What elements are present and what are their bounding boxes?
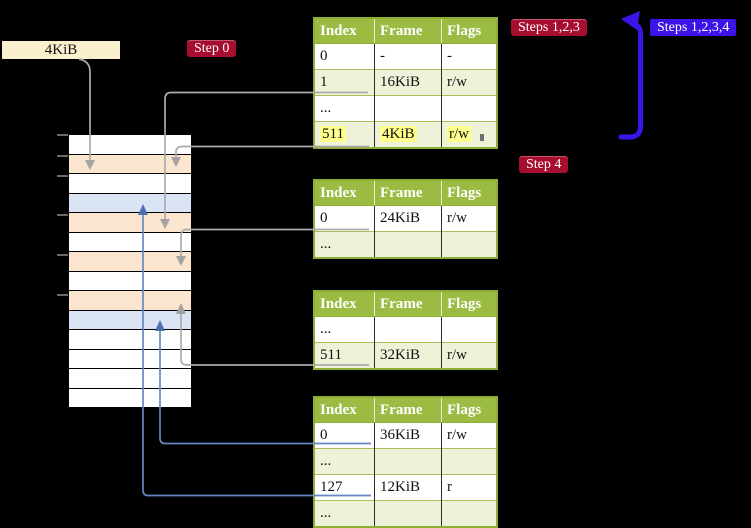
step0-badge: Step 0 — [187, 40, 237, 57]
cell — [441, 500, 497, 527]
cell: ... — [314, 448, 375, 475]
memory-column — [69, 135, 191, 408]
cell: r/w — [441, 422, 497, 449]
frame-header: Frame — [374, 180, 442, 206]
memory-row-blue — [69, 193, 191, 213]
flags-header: Flags — [441, 397, 497, 423]
memory-row-white — [69, 349, 191, 369]
cell: 0 — [314, 205, 375, 232]
page-table-3: Index Frame Flags ... 511 32KiB r/w — [313, 290, 498, 370]
page-table-4: Index Frame Flags 0 36KiB r/w ... 127 12… — [313, 396, 498, 528]
steps1234-badge: Steps 1,2,3,4 — [650, 19, 737, 36]
memory-row-white — [69, 271, 191, 291]
flags-header: Flags — [441, 18, 497, 44]
steps123-badge: Steps 1,2,3 — [511, 19, 587, 36]
table-row: 511 32KiB r/w — [314, 342, 497, 369]
table-row: ... — [314, 448, 497, 475]
table-row: ... — [314, 316, 497, 343]
cell: 4KiB — [374, 121, 442, 148]
memory-row-white — [69, 135, 191, 155]
memory-row-white — [69, 232, 191, 252]
highlighted-value: 4KiB — [380, 126, 417, 142]
table-row: 0 24KiB r/w — [314, 205, 497, 232]
cell: 511 — [314, 342, 375, 369]
flags-header: Flags — [441, 291, 497, 317]
memory-row-white — [69, 388, 191, 408]
memory-row-white — [69, 174, 191, 194]
cell: 32KiB — [374, 342, 442, 369]
header-row: Index Frame Flags — [314, 291, 497, 317]
cell: ... — [314, 231, 375, 258]
cell — [374, 95, 442, 122]
index-header: Index — [314, 291, 375, 317]
memory-row-peach — [69, 291, 191, 311]
cell: 16KiB — [374, 69, 442, 96]
memory-row-blue — [69, 310, 191, 330]
frame-header: Frame — [374, 291, 442, 317]
table-row: ... — [314, 95, 497, 122]
cell: ... — [314, 500, 375, 527]
header-row: Index Frame Flags — [314, 18, 497, 44]
frame-header: Frame — [374, 397, 442, 423]
table-row: 0 36KiB r/w — [314, 422, 497, 449]
cell — [441, 316, 497, 343]
cell: ... — [314, 316, 375, 343]
frame-header: Frame — [374, 18, 442, 44]
table-row: ... — [314, 500, 497, 527]
cell: ... — [314, 95, 375, 122]
cell: 1 — [314, 69, 375, 96]
highlighted-value: 511 — [320, 126, 346, 142]
flags-header: Flags — [441, 180, 497, 206]
cell: - — [441, 43, 497, 70]
index-header: Index — [314, 397, 375, 423]
memory-row-peach — [69, 252, 191, 272]
page-table-level1: Index Frame Flags 0 - - 1 16KiB r/w ... … — [313, 17, 498, 149]
cell: 36KiB — [374, 422, 442, 449]
cell — [374, 316, 442, 343]
memory-row-white — [69, 369, 191, 389]
cell: r/w — [441, 205, 497, 232]
cell: r/w — [441, 342, 497, 369]
highlighted-value: r/w — [447, 126, 471, 142]
table-row: 1 16KiB r/w — [314, 69, 497, 96]
table-row: 127 12KiB r — [314, 474, 497, 501]
steps1234-arrow — [618, 11, 643, 140]
index-header: Index — [314, 18, 375, 44]
cell: 12KiB — [374, 474, 442, 501]
arrowhead-left-icon — [621, 11, 640, 30]
cell: 127 — [314, 474, 375, 501]
cell — [374, 231, 442, 258]
cell: r — [441, 474, 497, 501]
page-table-2: Index Frame Flags 0 24KiB r/w ... — [313, 179, 498, 259]
table-row: 0 - - — [314, 43, 497, 70]
page-size-label: 4KiB — [2, 41, 120, 59]
table-row: ... — [314, 231, 497, 258]
memory-tick-marks — [57, 134, 68, 296]
cell — [441, 231, 497, 258]
header-row: Index Frame Flags — [314, 180, 497, 206]
memory-row-peach — [69, 154, 191, 174]
memory-row-white — [69, 330, 191, 350]
memory-row-peach — [69, 213, 191, 233]
cell — [441, 95, 497, 122]
step4-badge: Step 4 — [519, 156, 569, 173]
cell: r/w — [441, 121, 497, 148]
steps-arrow-shaft — [618, 21, 643, 140]
cell: 511 — [314, 121, 375, 148]
cell: - — [374, 43, 442, 70]
cell: 24KiB — [374, 205, 442, 232]
cell: 0 — [314, 43, 375, 70]
cell: r/w — [441, 69, 497, 96]
cell: 0 — [314, 422, 375, 449]
index-header: Index — [314, 180, 375, 206]
header-row: Index Frame Flags — [314, 397, 497, 423]
table-row-highlighted: 511 4KiB r/w — [314, 121, 497, 148]
cell — [441, 448, 497, 475]
cell — [374, 500, 442, 527]
cell — [374, 448, 442, 475]
